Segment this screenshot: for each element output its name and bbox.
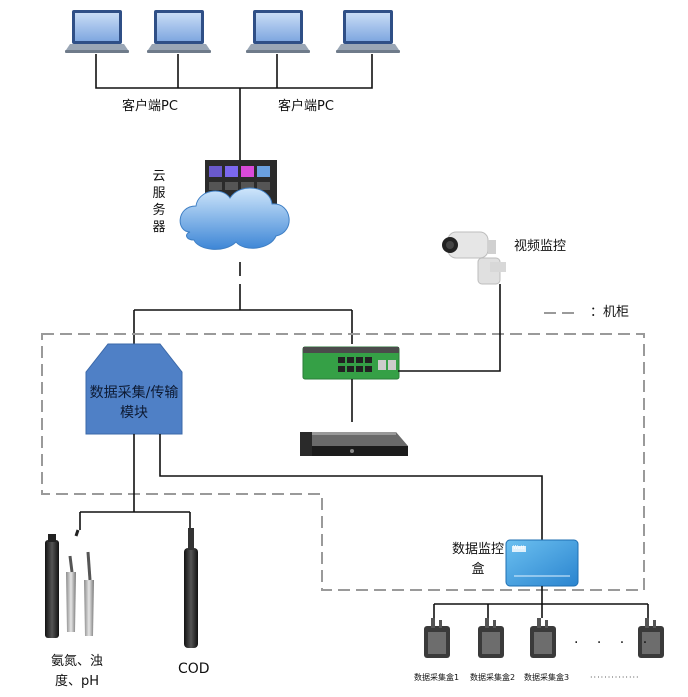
laptop-icon-1 — [65, 10, 129, 53]
monitor-box-label: 数据监控盒 — [451, 542, 504, 577]
cabinet-outline — [41, 333, 645, 591]
client-links — [95, 54, 373, 160]
collector-dots: · · · · — [574, 635, 655, 651]
probe-group-icon — [45, 529, 94, 638]
nvr-icon — [300, 432, 408, 456]
collector-label-2: 数据采集盒2 — [470, 673, 516, 682]
collector-icon-2 — [478, 618, 504, 658]
cloud-uplink — [133, 262, 353, 344]
collector-label-1: 数据采集盒1 — [414, 673, 460, 682]
collector-icon-3 — [530, 618, 556, 658]
camera-link — [398, 284, 501, 372]
monitor-link — [159, 434, 543, 540]
laptop-icon-3 — [246, 10, 310, 53]
collector-icon-1 — [424, 618, 450, 658]
camera-icon — [442, 231, 506, 285]
laptop-icon-2 — [147, 10, 211, 53]
sensor-group-label: 氨氮、浊度、pH — [50, 654, 103, 689]
data-module-shape — [85, 343, 183, 435]
laptop-icon-4 — [336, 10, 400, 53]
cod-label: COD — [178, 661, 210, 677]
monitor-box-icon — [505, 539, 579, 587]
sensor-links — [79, 434, 191, 530]
collector-trailing-dots: ·············· — [590, 673, 640, 682]
collector-links — [433, 586, 649, 618]
data-module-label: 数据采集/传输模块 — [89, 385, 179, 421]
client-pc-label-left: 客户端PC — [122, 99, 178, 114]
cloud-server-icon — [179, 160, 290, 250]
cod-probe-icon — [184, 528, 198, 648]
switch-icon — [302, 346, 400, 380]
cloud-server-label: 云服务器 — [152, 169, 166, 235]
cabinet-legend-label: ：机柜 — [590, 305, 630, 320]
video-monitor-label: 视频监控 — [514, 239, 567, 254]
client-pc-label-right: 客户端PC — [278, 99, 334, 114]
monitor-box-logo: Watt — [513, 545, 525, 551]
collector-label-3: 数据采集盒3 — [524, 673, 570, 682]
